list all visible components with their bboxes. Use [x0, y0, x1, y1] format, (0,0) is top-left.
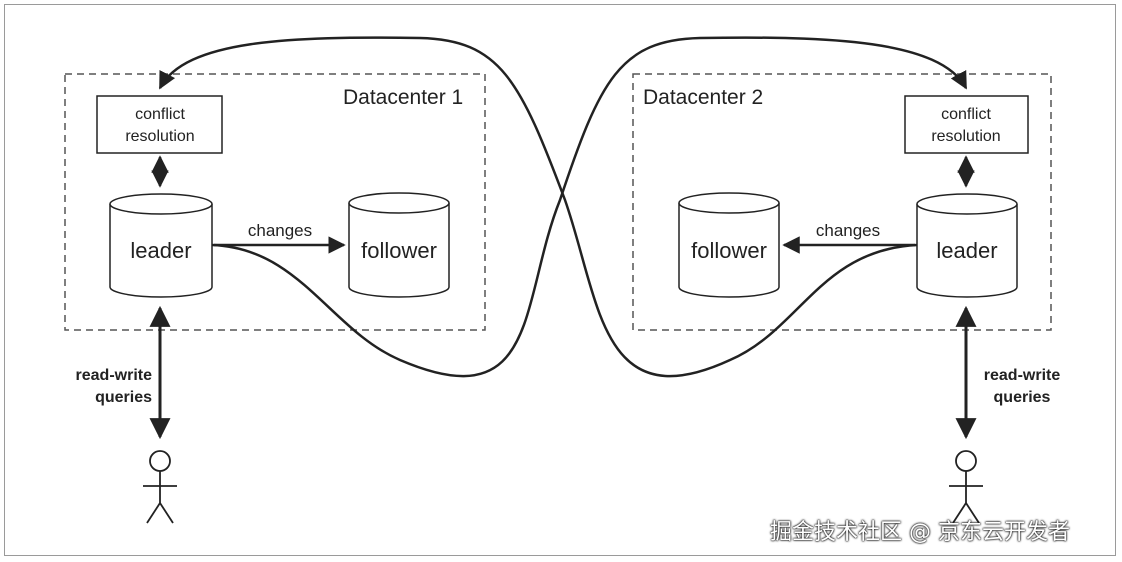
leader-label-2: leader [936, 238, 997, 263]
follower-database-1: follower [348, 192, 450, 298]
query-label-2b: queries [994, 389, 1051, 406]
changes-label-1: changes [248, 221, 312, 240]
query-label-1a: read-write [76, 367, 153, 384]
conflict-label-1b: resolution [125, 128, 194, 145]
user-icon-2 [949, 450, 983, 524]
watermark: 掘金技术社区 @ 京东云开发者 [770, 520, 1070, 545]
leader-database-2: leader [916, 193, 1018, 298]
conflict-label-2b: resolution [931, 128, 1000, 145]
conflict-label-2a: conflict [941, 106, 991, 123]
changes-label-2: changes [816, 221, 880, 240]
replication-curve-1-to-2 [211, 36, 968, 378]
datacenter-2-title: Datacenter 2 [643, 86, 763, 109]
leader-label-1: leader [130, 238, 191, 263]
datacenter-1-title: Datacenter 1 [343, 86, 463, 109]
conflict-resolution-box-2: conflict resolution [904, 95, 1029, 154]
query-label-2a: read-write [984, 367, 1061, 384]
replication-curve-2-to-1 [158, 36, 918, 378]
user-icon-1 [143, 450, 177, 524]
leader-database-1: leader [109, 193, 213, 298]
conflict-label-1a: conflict [135, 106, 185, 123]
follower-database-2: follower [678, 192, 780, 298]
datacenter-1-boundary [64, 73, 486, 331]
datacenter-2-boundary [632, 73, 1052, 331]
follower-label-2: follower [691, 238, 767, 263]
conflict-resolution-box-1: conflict resolution [96, 95, 223, 154]
follower-label-1: follower [361, 238, 437, 263]
query-label-1b: queries [95, 389, 152, 406]
